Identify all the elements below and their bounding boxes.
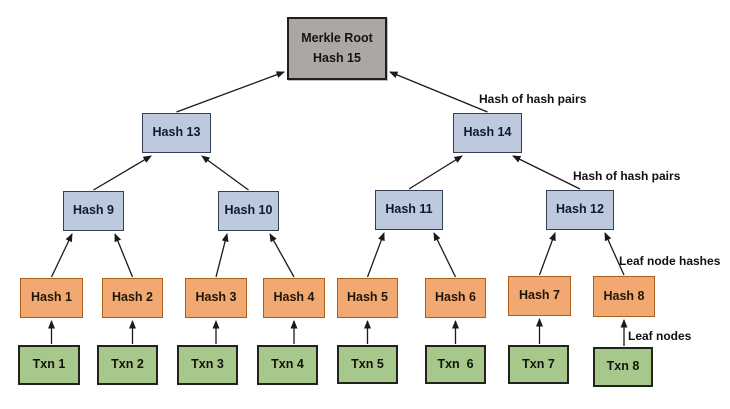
tree-node-h12: Hash 12	[546, 190, 614, 230]
tree-edge-h1-h9	[50, 233, 73, 278]
tree-edge-h12-h14	[512, 155, 581, 190]
tree-node-h2: Hash 2	[102, 278, 163, 318]
tree-node-t2: Txn 2	[97, 345, 158, 385]
tree-node-t7: Txn 7	[508, 345, 569, 384]
tree-node-t1: Txn 1	[18, 345, 80, 385]
annotation-label-3: Leaf node hashes	[619, 254, 721, 268]
tree-node-t3: Txn 3	[177, 345, 238, 385]
tree-edge-h2-h9	[114, 233, 134, 278]
annotation-label-1: Hash of hash pairs	[479, 92, 587, 106]
annotation-label-2: Hash of hash pairs	[573, 169, 681, 183]
tree-node-h10: Hash 10	[218, 191, 279, 231]
tree-node-h8: Hash 8	[593, 276, 655, 317]
tree-edge-h9-h13	[93, 155, 152, 191]
tree-edge-h13-h15	[176, 71, 285, 113]
tree-edge-h5-h11	[366, 232, 385, 278]
tree-edge-h3-h10	[215, 233, 229, 278]
tree-node-h1: Hash 1	[20, 278, 83, 318]
tree-edge-h4-h10	[269, 233, 295, 278]
annotation-label-4: Leaf nodes	[628, 329, 692, 343]
tree-node-h6: Hash 6	[425, 278, 486, 318]
tree-node-t5: Txn 5	[337, 345, 398, 384]
tree-node-t6: Txn 6	[425, 345, 486, 384]
tree-edge-h14-h15	[389, 71, 488, 113]
tree-node-h11: Hash 11	[375, 190, 443, 230]
tree-node-t4: Txn 4	[257, 345, 318, 385]
tree-node-h13: Hash 13	[142, 113, 211, 153]
tree-node-h9: Hash 9	[63, 191, 124, 231]
tree-node-h3: Hash 3	[185, 278, 247, 318]
tree-edge-h6-h11	[433, 232, 457, 278]
tree-node-h5: Hash 5	[337, 278, 398, 318]
tree-node-h7: Hash 7	[508, 276, 571, 316]
tree-edge-h7-h12	[538, 232, 556, 276]
tree-node-h15: Merkle Root Hash 15	[287, 17, 387, 80]
tree-edge-h11-h14	[408, 155, 463, 190]
tree-node-t8: Txn 8	[593, 347, 653, 387]
tree-node-h4: Hash 4	[263, 278, 325, 318]
tree-node-h14: Hash 14	[453, 113, 522, 153]
tree-edge-h10-h13	[201, 155, 249, 191]
